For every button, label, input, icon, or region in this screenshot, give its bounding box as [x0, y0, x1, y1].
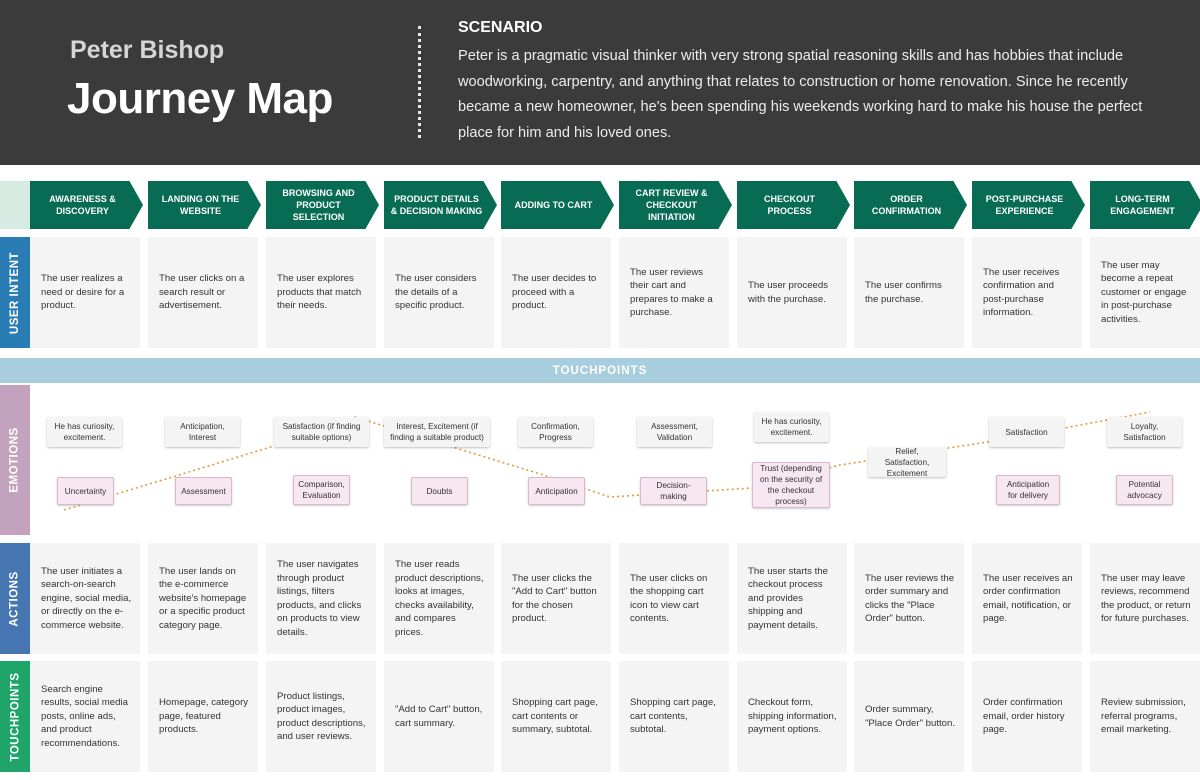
action-cell: The user receives an order confirmation … [972, 543, 1082, 654]
row-label-touchpoints: TOUCHPOINTS [0, 661, 30, 772]
emotion-card-negative: Comparison, Evaluation [293, 475, 350, 505]
action-cell: The user initiates a search-on-search en… [30, 543, 140, 654]
emotion-card-positive: Anticipation, Interest [165, 417, 240, 447]
user-intent-cell: The user clicks on a search result or ad… [148, 237, 258, 348]
row-label-actions: ACTIONS [0, 543, 30, 654]
action-cell: The user lands on the e-commerce website… [148, 543, 258, 654]
touchpoint-cell: Shopping cart page, cart contents, subto… [619, 661, 729, 772]
action-cell: The user may leave reviews, recommend th… [1090, 543, 1200, 654]
emotion-card-negative: Anticipation for delivery [996, 475, 1060, 505]
page-title: Journey Map [67, 74, 333, 123]
header: Peter Bishop Journey Map SCENARIO Peter … [0, 0, 1200, 165]
user-intent-cell: The user realizes a need or desire for a… [30, 237, 140, 348]
emotion-card-negative: Doubts [411, 477, 468, 505]
touchpoint-cell: Product listings, product images, produc… [266, 661, 376, 772]
row-label-touchpoints-text: TOUCHPOINTS [9, 672, 21, 761]
emotion-card-negative: Anticipation [528, 477, 585, 505]
user-intent-cell: The user reviews their cart and prepares… [619, 237, 729, 348]
row-label-emotions: EMOTIONS [0, 385, 30, 535]
scenario-text: Peter is a pragmatic visual thinker with… [458, 48, 1143, 141]
stage-6: Cart Review & Checkout Initiation [619, 181, 732, 229]
user-intent-cell: The user confirms the purchase. [854, 237, 964, 348]
scenario-label: SCENARIO [458, 19, 543, 36]
emotion-card-negative: Trust (depending on the security of the … [752, 462, 830, 508]
corner-tab [0, 181, 30, 229]
touchpoint-cell: Review submission, referral programs, em… [1090, 661, 1200, 772]
stage-5: Adding to Cart [501, 181, 614, 229]
stage-1: Awareness & Discovery [30, 181, 143, 229]
emotion-card-negative: Uncertainty [57, 477, 114, 505]
touchpoint-cell: Search engine results, social media post… [30, 661, 140, 772]
emotion-card-negative: Potential advocacy [1116, 475, 1173, 505]
stage-4: Product Details & Decision Making [384, 181, 497, 229]
user-intent-cell: The user decides to proceed with a produ… [501, 237, 611, 348]
action-cell: The user navigates through product listi… [266, 543, 376, 654]
user-intent-cell: The user considers the details of a spec… [384, 237, 494, 348]
emotion-card-positive: Relief, Satisfaction, Excitement [868, 447, 946, 478]
emotion-card-positive: He has curiosity, excitement. [47, 417, 122, 447]
stage-7: Checkout Process [737, 181, 850, 229]
touchpoint-cell: Shopping cart page, cart contents or sum… [501, 661, 611, 772]
emotion-card-negative: Assessment [175, 477, 232, 505]
stage-2: Landing on the Website [148, 181, 261, 229]
touchpoint-cell: "Add to Cart" button, cart summary. [384, 661, 494, 772]
emotion-card-positive: Assessment, Validation [637, 417, 712, 447]
emotion-card-positive: Satisfaction (if finding suitable option… [274, 417, 369, 447]
touchpoints-band: TOUCHPOINTS [0, 358, 1200, 383]
row-label-actions-text: ACTIONS [9, 570, 21, 627]
action-cell: The user reviews the order summary and c… [854, 543, 964, 654]
row-label-user-intent: USER INTENT [0, 237, 30, 348]
stage-10: Long-Term Engagement [1090, 181, 1200, 229]
touchpoint-cell: Order confirmation email, order history … [972, 661, 1082, 772]
persona-name: Peter Bishop [70, 36, 225, 64]
touchpoint-cell: Checkout form, shipping information, pay… [737, 661, 847, 772]
user-intent-cell: The user may become a repeat customer or… [1090, 237, 1200, 348]
stage-9: Post-Purchase Experience [972, 181, 1085, 229]
dotted-divider [418, 26, 421, 138]
emotion-card-positive: He has curiosity, excitement. [754, 412, 829, 442]
emotion-card-positive: Interest, Excitement (if finding a suita… [384, 417, 490, 447]
touchpoint-cell: Homepage, category page, featured produc… [148, 661, 258, 772]
row-label-emotions-text: EMOTIONS [9, 427, 21, 493]
stage-3: Browsing and Product Selection [266, 181, 379, 229]
action-cell: The user reads product descriptions, loo… [384, 543, 494, 654]
touchpoint-cell: Order summary, "Place Order" button. [854, 661, 964, 772]
user-intent-cell: The user receives confirmation and post-… [972, 237, 1082, 348]
stage-8: Order Confirmation [854, 181, 967, 229]
emotion-card-positive: Satisfaction [989, 417, 1064, 447]
emotion-card-negative: Decision-making [640, 477, 707, 505]
action-cell: The user clicks the "Add to Cart" button… [501, 543, 611, 654]
user-intent-cell: The user explores products that match th… [266, 237, 376, 348]
action-cell: The user clicks on the shopping cart ico… [619, 543, 729, 654]
user-intent-cell: The user proceeds with the purchase. [737, 237, 847, 348]
action-cell: The user starts the checkout process and… [737, 543, 847, 654]
emotion-card-positive: Confirmation, Progress [518, 417, 593, 447]
emotion-card-positive: Loyalty, Satisfaction [1107, 417, 1182, 447]
row-label-user-intent-text: USER INTENT [9, 251, 22, 334]
